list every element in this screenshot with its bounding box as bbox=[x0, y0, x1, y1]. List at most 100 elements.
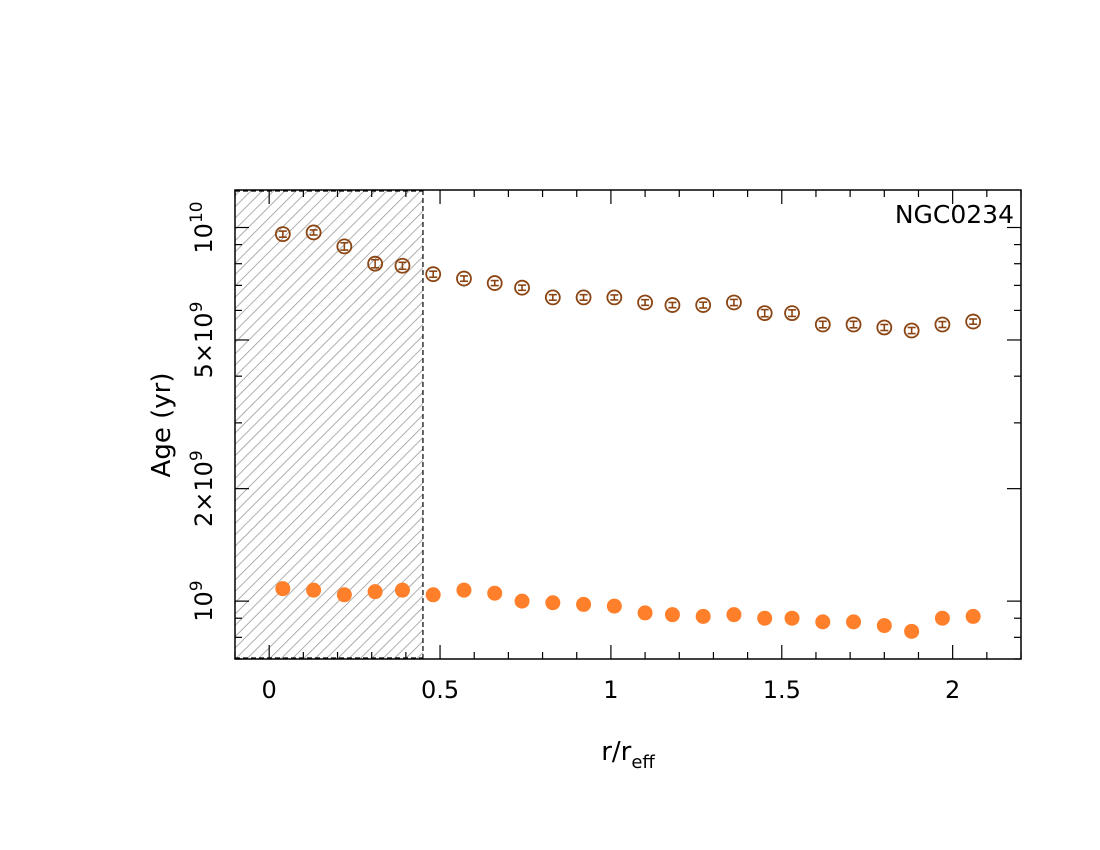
filled-circle-marker bbox=[637, 605, 653, 621]
open-circle-marker bbox=[367, 255, 384, 272]
filled-circle-marker bbox=[545, 595, 561, 611]
open-marker-point bbox=[456, 270, 472, 287]
open-circle-marker bbox=[965, 313, 982, 330]
open-circle-marker bbox=[756, 305, 773, 322]
open-marker-point bbox=[274, 226, 291, 243]
open-marker-point bbox=[695, 297, 712, 313]
open-circle-marker bbox=[934, 316, 951, 333]
y-tick-label-base: 10 bbox=[190, 223, 218, 254]
x-tick-label: 2 bbox=[945, 676, 960, 704]
axis-ticks-layer bbox=[234, 190, 1022, 660]
data-points-layer bbox=[274, 224, 982, 639]
open-marker-point bbox=[305, 224, 322, 241]
open-marker-point bbox=[514, 279, 530, 296]
open-circle-marker bbox=[456, 270, 472, 287]
open-marker-point bbox=[544, 289, 561, 306]
y-tick-label-exp: 9 bbox=[187, 580, 207, 591]
open-marker-point bbox=[814, 316, 831, 333]
x-tick-label: 0 bbox=[262, 676, 277, 704]
filled-circle-marker bbox=[425, 587, 441, 603]
filled-circle-marker bbox=[784, 610, 800, 626]
hatched-region bbox=[235, 190, 423, 659]
y-tick-label-base: 10 bbox=[190, 591, 218, 622]
x-axis-label-main: r/r bbox=[601, 737, 631, 767]
open-circle-marker bbox=[726, 294, 742, 311]
filled-circle-marker bbox=[576, 596, 592, 612]
filled-circle-marker bbox=[695, 608, 711, 624]
filled-circle-marker bbox=[456, 582, 472, 598]
filled-circle-marker bbox=[876, 618, 892, 634]
filled-circle-marker bbox=[664, 607, 680, 623]
open-marker-point bbox=[394, 257, 411, 274]
open-circle-marker bbox=[425, 266, 442, 283]
open-marker-point bbox=[367, 255, 384, 272]
filled-circle-marker bbox=[606, 598, 622, 614]
filled-circle-marker bbox=[815, 614, 831, 630]
filled-circle-marker bbox=[306, 582, 322, 598]
open-circle-marker bbox=[784, 305, 800, 322]
open-circle-marker bbox=[486, 275, 503, 291]
open-circle-marker bbox=[845, 316, 862, 333]
open-circle-marker bbox=[274, 226, 291, 243]
open-circle-marker bbox=[695, 297, 712, 313]
y-tick-label: 2×109 bbox=[187, 450, 218, 527]
open-marker-point bbox=[903, 322, 920, 339]
filled-circle-marker bbox=[336, 587, 352, 603]
open-marker-point bbox=[726, 294, 742, 311]
open-marker-point bbox=[876, 319, 893, 336]
filled-circle-marker bbox=[394, 582, 410, 598]
filled-circle-marker bbox=[934, 610, 950, 626]
open-marker-point bbox=[784, 305, 800, 322]
open-marker-point bbox=[845, 316, 862, 333]
x-axis-label: r/reff bbox=[601, 737, 655, 773]
y-tick-label-base: 5×10 bbox=[190, 312, 218, 378]
open-circle-marker bbox=[514, 279, 530, 296]
open-marker-point bbox=[425, 266, 442, 283]
open-marker-point bbox=[336, 238, 353, 255]
filled-circle-marker bbox=[487, 585, 503, 601]
filled-circle-marker bbox=[367, 584, 383, 600]
x-tick-label: 1.5 bbox=[763, 676, 801, 704]
x-tick-label: 0.5 bbox=[421, 676, 459, 704]
x-axis-label-sub: eff bbox=[631, 752, 655, 773]
open-marker-point bbox=[486, 275, 503, 291]
filled-circle-marker bbox=[514, 593, 530, 609]
open-circle-marker bbox=[664, 297, 681, 313]
plot-frame bbox=[234, 189, 1022, 660]
y-tick-label-exp: 10 bbox=[187, 201, 207, 223]
open-circle-marker bbox=[305, 224, 322, 241]
open-circle-marker bbox=[394, 257, 411, 274]
chart-title: NGC0234 bbox=[895, 200, 1014, 229]
y-tick-label-exp: 9 bbox=[187, 302, 207, 313]
open-circle-marker bbox=[814, 316, 831, 333]
open-circle-marker bbox=[637, 294, 653, 311]
y-tick-label-base: 2×10 bbox=[190, 461, 218, 527]
open-marker-point bbox=[575, 289, 592, 306]
filled-circle-marker bbox=[757, 610, 773, 626]
open-marker-point bbox=[756, 305, 773, 322]
open-circle-marker bbox=[544, 289, 561, 306]
y-tick-label: 109 bbox=[187, 580, 218, 621]
open-circle-marker bbox=[876, 319, 893, 336]
filled-circle-marker bbox=[965, 608, 981, 624]
y-axis-label: Age (yr) bbox=[147, 373, 177, 478]
filled-circle-marker bbox=[846, 614, 862, 630]
open-circle-marker bbox=[336, 238, 353, 255]
filled-circle-marker bbox=[726, 607, 742, 623]
open-circle-marker bbox=[903, 322, 920, 339]
y-tick-label: 1010 bbox=[187, 201, 218, 253]
open-marker-point bbox=[934, 316, 951, 333]
open-marker-point bbox=[664, 297, 681, 313]
excluded-region-layer bbox=[235, 190, 424, 659]
filled-circle-marker bbox=[275, 581, 291, 597]
x-tick-labels: 0 0.5 1 1.5 2 bbox=[262, 676, 961, 704]
open-marker-point bbox=[606, 289, 623, 306]
filled-circle-marker bbox=[904, 623, 920, 639]
x-tick-label: 1 bbox=[603, 676, 618, 704]
open-circle-marker bbox=[575, 289, 592, 306]
open-marker-point bbox=[637, 294, 653, 311]
y-tick-label-exp: 9 bbox=[187, 450, 207, 461]
y-tick-label: 5×109 bbox=[187, 302, 218, 379]
